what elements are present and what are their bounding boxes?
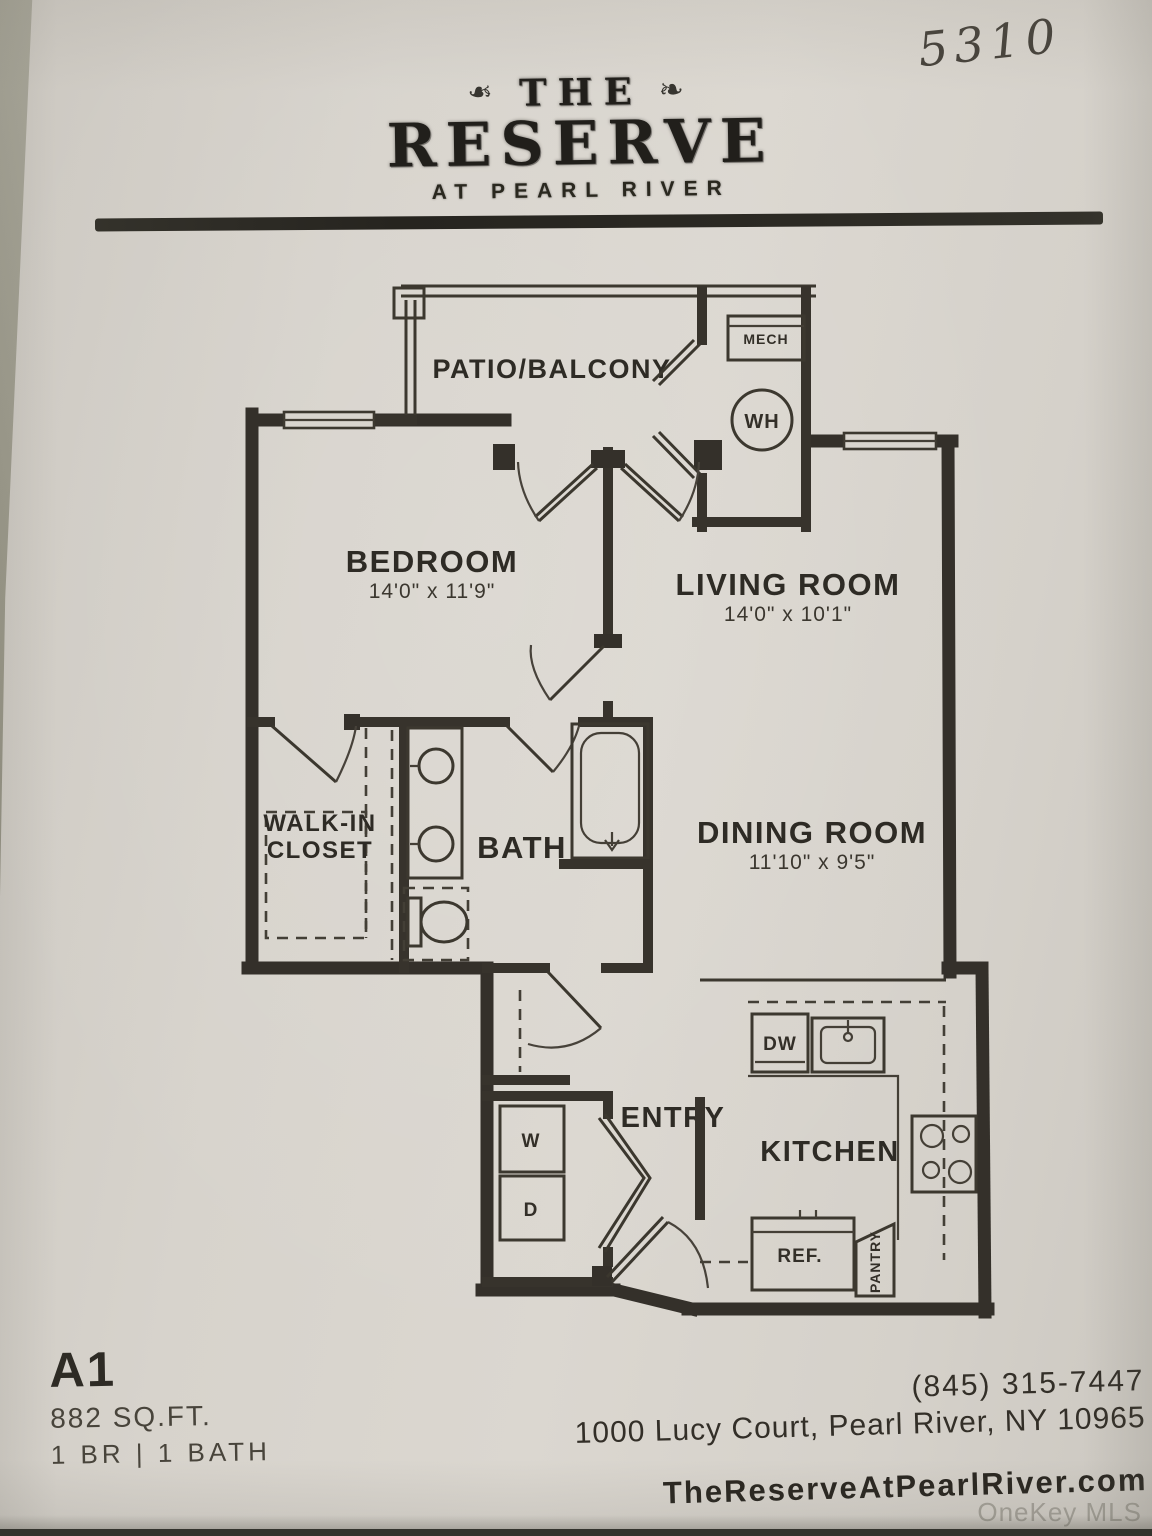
water-heater-symbol [730, 388, 794, 452]
dryer-label: D [524, 1200, 539, 1221]
dryer-box [498, 1174, 566, 1242]
unit-summary: A1 882 SQ.FT. 1 BR | 1 BATH [49, 1343, 271, 1471]
living-room-dims: 14'0" x 10'1" [724, 603, 852, 626]
door-swing-arc [335, 725, 358, 783]
patio-post [392, 286, 426, 320]
sink-icon [417, 825, 455, 863]
washer-label: W [522, 1131, 541, 1152]
bedroom-window [282, 410, 376, 430]
bathtub-icon [559, 722, 653, 869]
sink-icon [417, 747, 455, 785]
wall-jamb [594, 634, 622, 648]
dishwasher-label: DW [763, 1034, 797, 1055]
patio-door-leaf-right [619, 462, 685, 523]
stove-icon [910, 1114, 978, 1194]
vanity-double-sink [406, 726, 464, 880]
bedroom-door-leaf [548, 644, 606, 702]
pantry-cabinet: PANTRY [854, 1221, 896, 1298]
contact-info: (845) 315-7447 1000 Lucy Court, Pearl Ri… [573, 1364, 1148, 1514]
bedroom-label: BEDROOM [346, 544, 518, 579]
living-room-window [842, 431, 938, 451]
door-swing-arc [678, 461, 701, 522]
mech-room: MECH WH [651, 286, 811, 532]
refrigerator-label: REF. [777, 1246, 822, 1267]
mech-door-leaf [651, 430, 702, 480]
dining-room: DINING ROOM 11'10" x 9'5" [697, 815, 927, 874]
kitchen-sink-icon [810, 1016, 886, 1074]
walk-in-closet-label-1: WALK-IN [263, 810, 376, 837]
patio-doors [493, 444, 701, 727]
kitchen-room: KITCHEN DW REF. [695, 978, 978, 1298]
unit-sqft: 882 SQ.FT. [49, 1400, 213, 1434]
living-room-label: LIVING ROOM [676, 567, 901, 602]
patio-room: PATIO/BALCONY [365, 284, 816, 425]
refrigerator-icon: REF. [750, 1210, 856, 1292]
bath-door-leaf [505, 724, 555, 774]
laundry-closet: W D [482, 1091, 652, 1287]
water-heater-label: WH [744, 411, 779, 433]
entry-label: ENTRY [621, 1102, 726, 1134]
dining-room-label: DINING ROOM [697, 815, 927, 850]
unit-name: A1 [48, 1342, 117, 1398]
mls-watermark: OneKey MLS [977, 1497, 1142, 1527]
tub-drain-icon [604, 832, 620, 852]
bedroom-room: BEDROOM 14'0" x 11'9" [346, 544, 518, 603]
dining-room-dims: 11'10" x 9'5" [749, 851, 876, 874]
closet-door-leaf [271, 724, 337, 784]
unit-config: 1 BR | 1 BATH [50, 1436, 272, 1470]
bottom-shadow [0, 1515, 1152, 1529]
laundry-bifold-door [597, 1113, 652, 1253]
door-swing-arc [529, 644, 551, 701]
toilet-icon [402, 886, 470, 962]
door-swing-arc [527, 1027, 602, 1049]
photo-bottom-edge [0, 1529, 1152, 1536]
living-room: LIVING ROOM 14'0" x 10'1" [676, 567, 901, 626]
mech-label: MECH [743, 331, 788, 347]
dishwasher-icon: DW [750, 1012, 810, 1074]
wall-jamb [493, 444, 515, 470]
door-swing-arc [516, 461, 540, 522]
entry-door-leaf [605, 1215, 670, 1284]
mech-door-leaf [651, 338, 702, 387]
closet-shelving-dashed [264, 810, 368, 940]
walk-in-closet-label-2: CLOSET [267, 837, 373, 864]
pantry-label: PANTRY [867, 1231, 883, 1293]
washer-box [498, 1104, 566, 1174]
windows [282, 410, 938, 451]
wall-jamb [344, 714, 360, 730]
wall-jamb [591, 450, 625, 468]
patio-door-leaf-left [533, 462, 599, 523]
bedroom-dims: 14'0" x 11'9" [369, 580, 496, 603]
patio-label: PATIO/BALCONY [433, 354, 672, 384]
kitchen-label: KITCHEN [760, 1136, 899, 1168]
entry-room: ENTRY W D [482, 963, 726, 1289]
bath-entry-door-leaf [546, 970, 603, 1030]
door-swing-arc [552, 725, 581, 773]
mech-unit-box [726, 314, 806, 362]
entry-door [592, 1215, 710, 1289]
bath-label: BATH [477, 830, 567, 865]
wall-jamb [592, 1266, 612, 1286]
bath-room: BATH [402, 722, 653, 962]
door-swing-arc [667, 1221, 710, 1289]
walk-in-closet-room: WALK-IN CLOSET [263, 728, 394, 960]
